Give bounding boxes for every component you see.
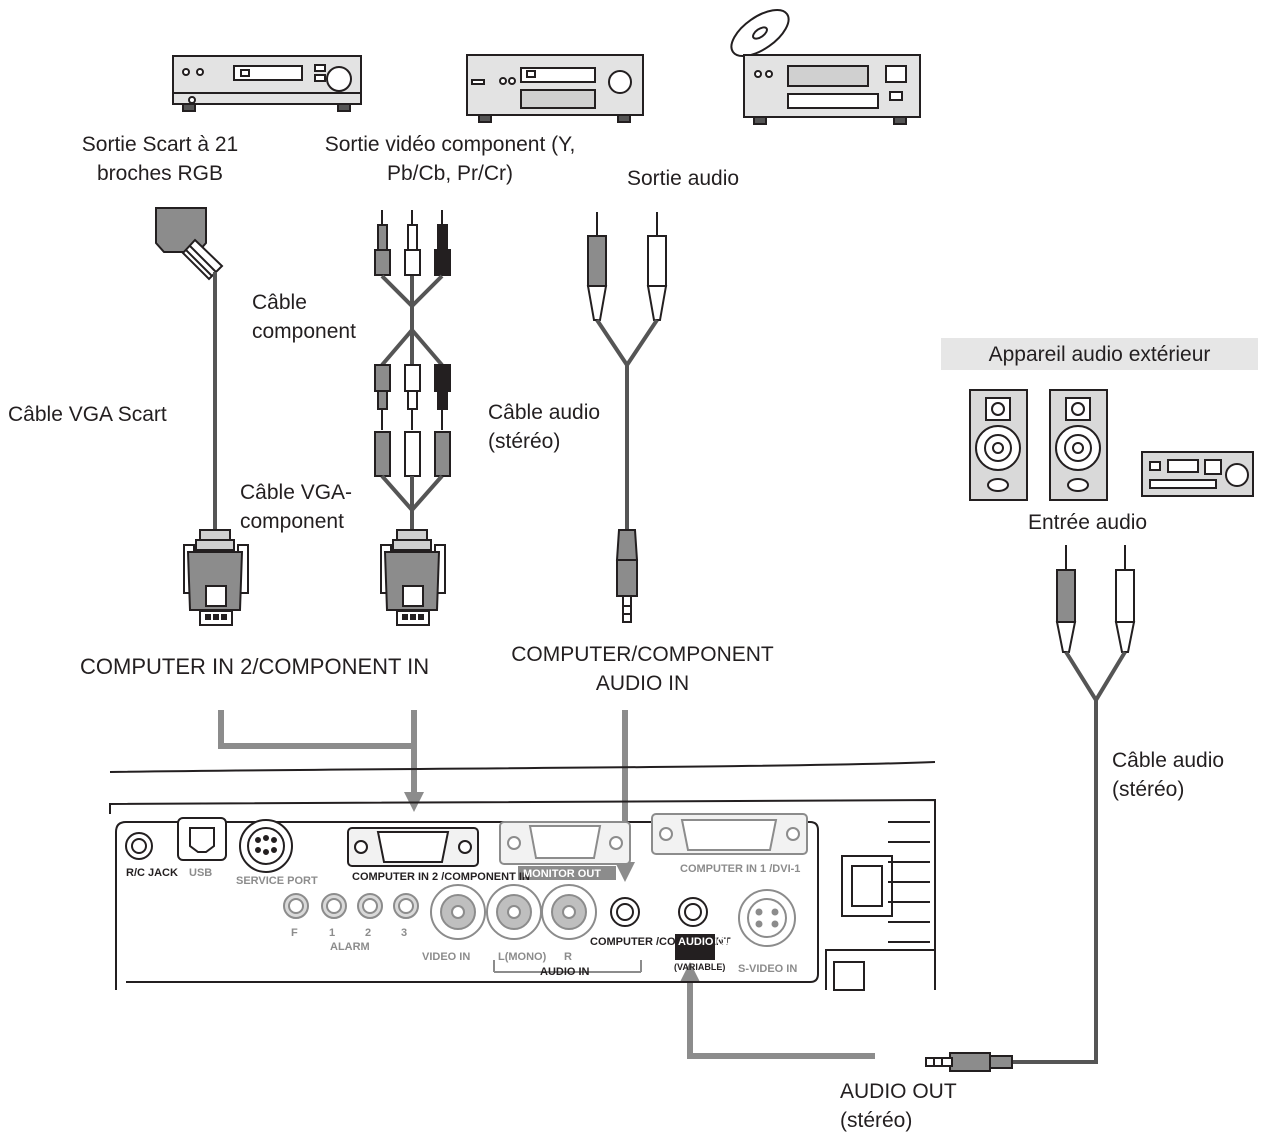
- monitor-out-port-icon: [499, 821, 631, 865]
- panel-labels: R/C JACK USB SERVICE PORT COMPUTER IN 2 …: [126, 863, 800, 978]
- projector-body: [109, 761, 936, 991]
- service-port-icon: [239, 819, 293, 873]
- scart-cable: [155, 207, 224, 530]
- audio-cable-right-label: Câble audio (stéréo): [1112, 749, 1225, 801]
- vga-connector-middle-icon: [380, 529, 446, 626]
- computer-in-2-connection-label: COMPUTER IN 2/COMPONENT IN: [80, 654, 430, 679]
- audio-in-connection-label: COMPUTER/COMPONENT AUDIO IN: [511, 643, 774, 695]
- vcr-device-icon: [172, 55, 362, 112]
- monitor-out-badge: [518, 866, 616, 880]
- computer-in-1-label: COMPUTER IN 1 /DVI-1: [680, 863, 800, 875]
- alarm-indicators: [283, 893, 419, 919]
- variable-label: (VARIABLE): [674, 962, 725, 972]
- alarm-3-label: 3: [401, 927, 407, 939]
- video-in-label: VIDEO IN: [422, 951, 470, 963]
- monitor-out-label: MONITOR OUT: [523, 868, 601, 880]
- audio-out-panel-label: AUDIO OUT: [678, 936, 740, 948]
- audio-out-badge: [675, 934, 715, 960]
- connection-arrows: [218, 710, 875, 1059]
- audio-cable-label: Câble audio (stéréo): [488, 401, 601, 453]
- vga-connector-left-icon: [183, 529, 249, 626]
- service-port-label: SERVICE PORT: [236, 875, 318, 887]
- rc-jack-label: R/C JACK: [126, 867, 178, 879]
- cd-player-icon: [730, 8, 921, 125]
- external-audio-banner: [941, 338, 1258, 370]
- amplifier-icon: [1141, 451, 1254, 497]
- audio-out-jack-icon: [678, 897, 708, 927]
- dvi-port-icon: [651, 813, 808, 855]
- alarm-bracket: [493, 960, 642, 973]
- scart-vga-cable-label: Câble VGA Scart: [8, 403, 167, 426]
- s-video-port-icon: [738, 889, 796, 947]
- alarm-1-label: 1: [329, 927, 335, 939]
- audio-source-label: Sortie audio: [627, 167, 740, 190]
- vga-component-cable-label: Câble VGA-component: [240, 481, 353, 533]
- alarm-f-label: F: [291, 927, 298, 939]
- alarm-2-label: 2: [365, 927, 371, 939]
- component-source-label: Sortie vidéo component (Y, Pb/Cb, Pr/Cr): [324, 133, 576, 185]
- usb-label: USB: [189, 867, 212, 879]
- rc-jack-icon: [125, 832, 153, 860]
- external-audio-label: Appareil audio extérieur: [988, 343, 1211, 366]
- scart-source-label: Sortie Scart à 21 broches RGB: [81, 133, 239, 185]
- speaker-left-icon: [969, 389, 1028, 501]
- s-video-in-label: S-VIDEO IN: [738, 963, 797, 975]
- computer-component-audio-jack-icon: [610, 897, 640, 927]
- component-cable: [374, 210, 451, 530]
- audio-in-label: AUDIO IN: [540, 966, 590, 978]
- audio-out-connection-label: AUDIO OUT (stéréo): [840, 1080, 957, 1132]
- computer-in-2-port-icon: [347, 827, 479, 867]
- computer-component-label: COMPUTER /COMPONENT: [590, 936, 731, 948]
- alarm-label: ALARM: [330, 941, 370, 953]
- l-mono-label: L(MONO): [498, 951, 547, 963]
- r-label: R: [564, 951, 572, 963]
- computer-in-2-label: COMPUTER IN 2 /COMPONENT IN: [352, 871, 530, 883]
- audio-input-label: Entrée audio: [1028, 511, 1148, 534]
- audio-out-plug-icon: [925, 1052, 1013, 1072]
- speaker-right-icon: [1049, 389, 1108, 501]
- dvd-device-icon: [466, 54, 644, 123]
- component-cable-label: Câble component: [252, 291, 356, 343]
- audio-cable-right: [1012, 545, 1136, 1064]
- rca-jacks: [430, 884, 597, 940]
- usb-port-icon: [177, 817, 227, 861]
- audio-cable-stereo: [586, 212, 668, 623]
